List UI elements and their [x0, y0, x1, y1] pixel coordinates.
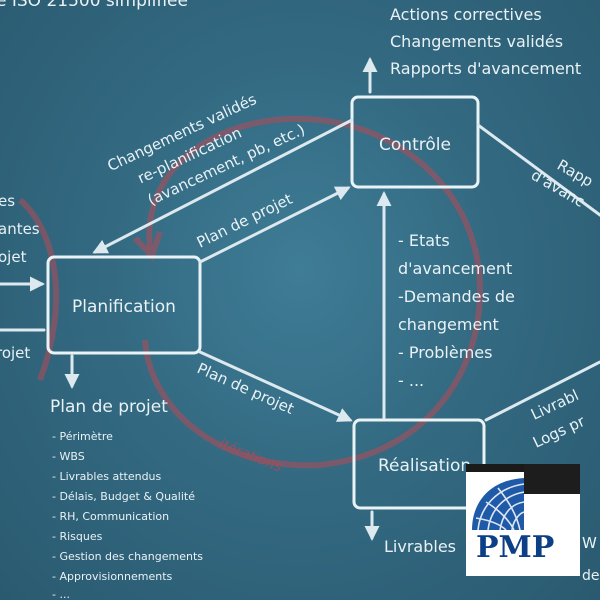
iterations-label: itérations: [217, 436, 285, 476]
pmp-logo: PMP: [466, 464, 580, 576]
left-partial-1: es: [0, 192, 15, 210]
plan-output-item: - Approvisionnements: [52, 570, 173, 583]
plan-output-item: - Délais, Budget & Qualité: [52, 490, 195, 503]
left-partial-3: ojet: [0, 248, 27, 266]
controle-output-3: Rapports d'avancement: [390, 59, 581, 78]
controle-output-2: Changements validés: [390, 32, 563, 51]
arrow-plan-to-realisation: [198, 350, 353, 422]
report-line-1: - Etats: [398, 231, 450, 250]
plan-output-item: - Livrables attendus: [52, 470, 162, 483]
controle-output-1: Actions correctives: [390, 5, 542, 24]
logo-dark-block: [524, 464, 580, 494]
arrow-plan-to-controle: [198, 186, 351, 264]
plan-output-item: - Risques: [52, 530, 103, 543]
plan-output-item: - ...: [52, 588, 70, 600]
realisation-label: Réalisation: [378, 456, 471, 476]
left-partial-2: antes: [0, 220, 40, 238]
plan-output-title: Plan de projet: [50, 397, 168, 417]
plan-output-item: - RH, Communication: [52, 510, 169, 523]
report-line-3: -Demandes de: [398, 287, 515, 306]
globe-icon: [472, 478, 525, 531]
planification-box: [46, 255, 202, 355]
line-right-upper: [476, 123, 600, 217]
controle-box: [350, 95, 480, 189]
plan-output-item: - Gestion des changements: [52, 550, 203, 563]
logo-top-bar: [466, 464, 580, 472]
report-line-6: - ...: [398, 371, 424, 390]
planification-label: Planification: [72, 297, 176, 317]
logo-text: PMP: [476, 530, 555, 565]
diagram-title: e ISO 21500 simplifiée: [0, 0, 188, 11]
realisation-output: Livrables: [384, 537, 456, 556]
report-line-2: d'avancement: [398, 259, 512, 278]
right-partial-bottom-2: de: [582, 568, 600, 584]
left-partial-4: rojet: [0, 344, 30, 362]
right-partial-bottom-1: W: [582, 534, 597, 552]
report-line-5: - Problèmes: [398, 343, 492, 362]
plan-output-item: - WBS: [52, 450, 85, 463]
report-line-4: changement: [398, 315, 499, 334]
iteration-cycle: [142, 115, 484, 469]
arrow-controle-to-plan: [92, 118, 354, 254]
plan-output-item: - Périmètre: [52, 430, 113, 443]
line-right-lower: [484, 360, 600, 422]
controle-label: Contrôle: [379, 135, 451, 155]
